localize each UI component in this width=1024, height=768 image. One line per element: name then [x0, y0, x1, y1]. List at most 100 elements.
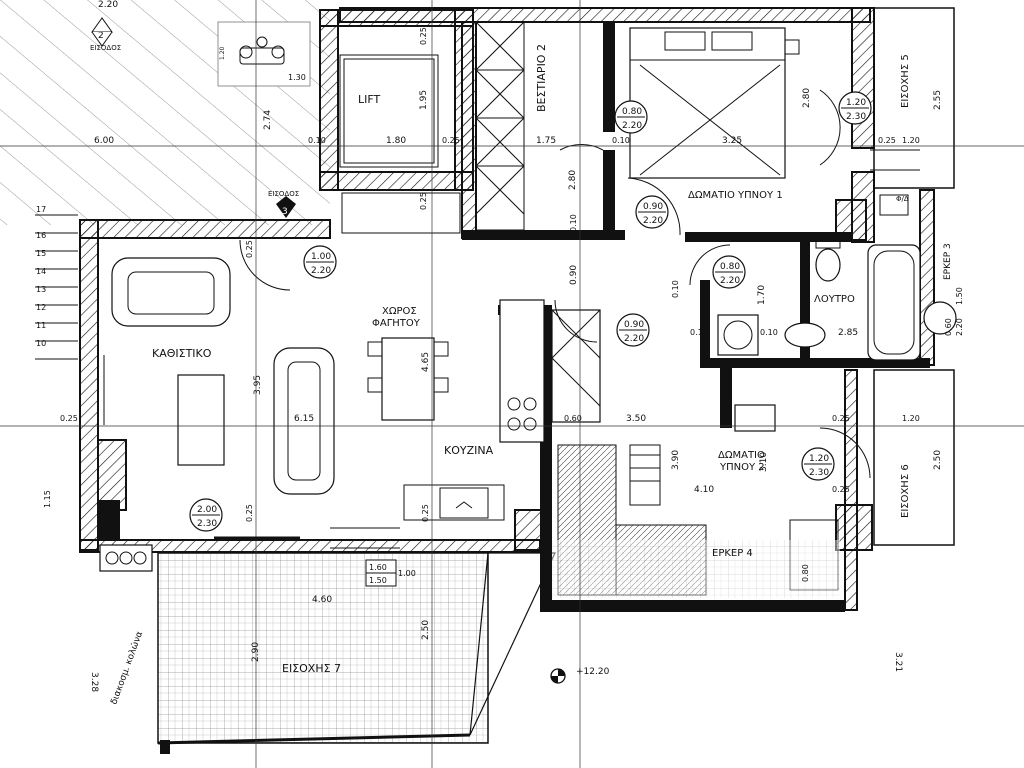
label-eisoxi6: ΕΙΣΟΧΗΣ 6	[900, 464, 911, 518]
svg-text:0.60: 0.60	[944, 318, 953, 336]
label-bedroom2-l2: ΥΠΝΟΥ 2	[719, 462, 765, 473]
svg-text:2.50: 2.50	[933, 450, 943, 470]
svg-text:3.90: 3.90	[671, 450, 681, 470]
svg-text:0.25: 0.25	[442, 136, 460, 145]
svg-text:6.15: 6.15	[294, 414, 314, 424]
balcony-7	[157, 552, 556, 754]
svg-text:3.10: 3.10	[759, 452, 769, 472]
svg-text:4.60: 4.60	[312, 595, 332, 605]
svg-text:2.80: 2.80	[568, 170, 578, 190]
dimension-labels: 2.20 2.74 1.95 0.25 6.00 0.10 1.80 0.25 …	[43, 0, 964, 692]
svg-text:0.60: 0.60	[564, 414, 582, 423]
svg-text:0.25: 0.25	[832, 485, 850, 494]
label-kitchen: ΚΟΥΖΙΝΑ	[444, 444, 494, 457]
svg-text:2.20: 2.20	[720, 276, 740, 286]
stair-step-15: 15	[36, 249, 46, 258]
lift-dim-120: 1.20	[219, 46, 226, 60]
label-vestiario: ΒΕΣΤΙΑΡΙΟ 2	[535, 44, 548, 112]
common-hall: 1.30 1.20	[0, 0, 330, 225]
entrance-2-label: ΕΙΣΟΔΟΣ	[90, 44, 121, 52]
svg-text:4.65: 4.65	[421, 352, 431, 372]
svg-text:0.10: 0.10	[690, 328, 708, 337]
svg-text:0.25: 0.25	[60, 414, 78, 423]
door-tag-d10: 1.60 1.50 1.00	[365, 559, 416, 587]
wardrobe-shelves	[475, 21, 525, 231]
range-hob	[99, 544, 153, 572]
svg-text:2.20: 2.20	[955, 318, 964, 336]
bathroom-fixtures	[717, 194, 921, 361]
svg-text:2.30: 2.30	[809, 468, 829, 478]
lift: LIFT	[339, 54, 439, 168]
svg-text:2.00: 2.00	[197, 505, 217, 515]
svg-text:2.20: 2.20	[311, 266, 331, 276]
entrance-3-marker: ΕΙΣΟΔΟΣ 3	[268, 190, 299, 218]
svg-text:0.25: 0.25	[245, 504, 254, 522]
double-bed	[629, 27, 800, 179]
svg-text:2.80: 2.80	[802, 88, 812, 108]
svg-text:0.10: 0.10	[760, 328, 778, 337]
door-swings	[239, 89, 871, 479]
svg-text:2.20: 2.20	[643, 216, 663, 226]
svg-text:0.25: 0.25	[245, 240, 254, 258]
svg-text:2.20: 2.20	[622, 121, 642, 131]
door-tag-d5: 0.80 2.20	[712, 255, 746, 289]
entrance-3-label: ΕΙΣΟΔΟΣ	[268, 190, 299, 198]
svg-text:0.10: 0.10	[569, 214, 578, 232]
svg-text:1.00: 1.00	[311, 252, 331, 262]
svg-text:3.95: 3.95	[253, 375, 263, 395]
stair-step-14: 14	[36, 267, 46, 276]
door-tag-d1: 0.80 2.20	[614, 100, 648, 134]
erker-4-area	[552, 540, 840, 598]
svg-text:2: 2	[98, 31, 104, 41]
svg-text:2.30: 2.30	[197, 519, 217, 529]
svg-text:2.20: 2.20	[98, 0, 118, 10]
label-planter: διακοσμ. κολώνα	[108, 630, 145, 706]
svg-text:0.80: 0.80	[622, 107, 642, 117]
svg-text:2.85: 2.85	[838, 328, 858, 338]
svg-text:0.25: 0.25	[419, 27, 428, 45]
stairs: 17 16 15 14 13 12 11 10	[35, 205, 78, 360]
stair-step-12: 12	[36, 303, 46, 312]
svg-text:1.20: 1.20	[902, 414, 920, 423]
label-bedroom1: ΔΩΜΑΤΙΟ ΥΠΝΟΥ 1	[688, 190, 783, 201]
svg-text:1.95: 1.95	[419, 90, 429, 110]
door-tag-d8: 2.00 2.30	[189, 498, 223, 532]
svg-text:1.50: 1.50	[955, 287, 964, 305]
svg-text:0.25: 0.25	[832, 414, 850, 423]
label-bath: ΛΟΥΤΡΟ	[814, 294, 855, 305]
stair-step-10: 10	[36, 339, 46, 348]
svg-text:1.50: 1.50	[369, 576, 387, 585]
door-tag-d7: 1.20 2.30	[801, 447, 835, 481]
stair-step-17: 17	[36, 205, 46, 214]
svg-text:2.74: 2.74	[263, 110, 273, 130]
entrance-box	[341, 192, 461, 234]
svg-text:4.10: 4.10	[694, 485, 714, 495]
entrance-2-marker: 2 ΕΙΣΟΔΟΣ	[90, 17, 121, 52]
svg-text:3: 3	[282, 207, 288, 217]
svg-text:0.90: 0.90	[624, 320, 644, 330]
svg-text:1.60: 1.60	[369, 563, 387, 572]
label-erker3: ΕΡΚΕΡ 3	[943, 243, 953, 280]
stair-step-16: 16	[36, 231, 46, 240]
label-eisoxi5: ΕΙΣΟΧΗΣ 5	[900, 54, 911, 108]
svg-text:2.20: 2.20	[624, 334, 644, 344]
svg-text:0.25: 0.25	[421, 504, 430, 522]
label-living: ΚΑΘΙΣΤΙΚΟ	[152, 347, 212, 360]
svg-text:1.20: 1.20	[902, 136, 920, 145]
svg-text:3.28: 3.28	[89, 672, 99, 692]
svg-text:3.21: 3.21	[893, 652, 903, 672]
kitchen-counter	[403, 299, 601, 521]
svg-text:1.70: 1.70	[757, 285, 767, 305]
svg-text:3.50: 3.50	[626, 414, 646, 424]
label-tap: Φ/Δ	[896, 195, 909, 203]
label-dining-l2: ΦΑΓΗΤΟΥ	[372, 318, 421, 329]
stair-step-11: 11	[36, 321, 46, 330]
svg-text:2.30: 2.30	[846, 112, 866, 122]
svg-text:3.25: 3.25	[722, 136, 742, 146]
svg-text:1.20: 1.20	[846, 98, 866, 108]
svg-text:2.90: 2.90	[251, 642, 261, 662]
door-tag-d4: 1.00 2.20	[303, 245, 337, 279]
svg-text:0.25: 0.25	[878, 136, 896, 145]
svg-text:2.50: 2.50	[421, 620, 431, 640]
